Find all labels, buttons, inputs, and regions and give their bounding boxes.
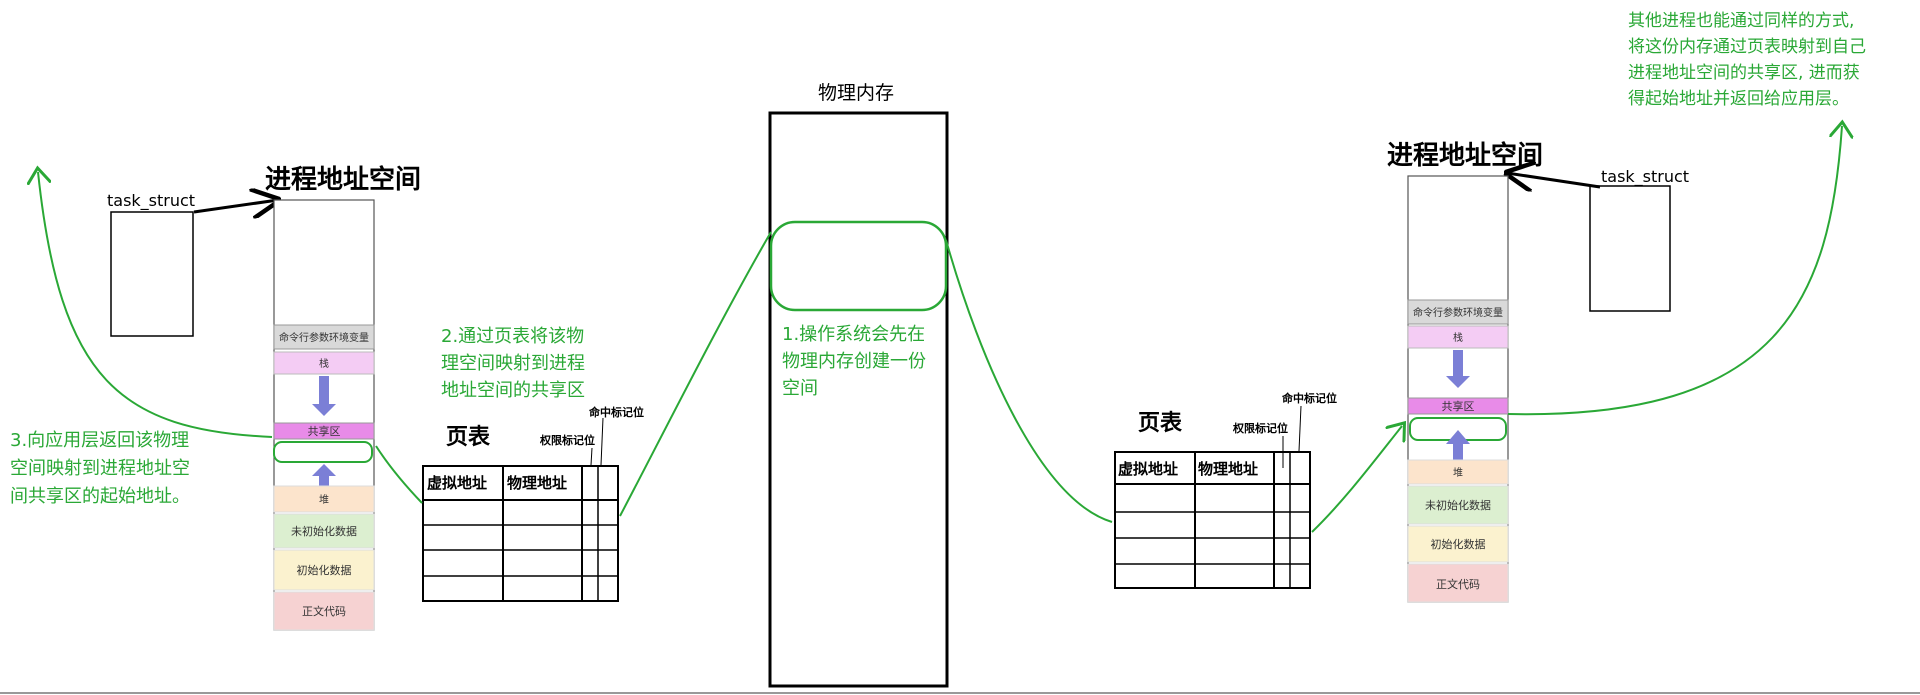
svg-text:未初始化数据: 未初始化数据	[1425, 498, 1491, 512]
svg-text:进程地址空间的共享区, 进而获: 进程地址空间的共享区, 进而获	[1628, 63, 1860, 83]
physical-memory-box	[768, 111, 949, 688]
svg-text:页表: 页表	[1138, 411, 1183, 436]
left-title: 进程地址空间	[265, 164, 421, 195]
svg-text:2.通过页表将该物: 2.通过页表将该物	[441, 326, 584, 347]
left-note-step3: 3.向应用层返回该物理 空间映射到进程地址空 间共享区的起始地址。	[10, 430, 190, 507]
left-note-step2: 2.通过页表将该物 理空间映射到进程 地址空间的共享区	[441, 326, 585, 401]
right-address-space: 命令行参数环境变量 栈 共享区 堆 未初始化数据 初始化数据 正文代码	[1407, 175, 1509, 603]
left-address-space: 命令行参数环境变量 栈 共享区 堆 未初始化数据 初始化数据 正文代码	[273, 199, 375, 631]
svg-text:其他进程也能通过同样的方式,: 其他进程也能通过同样的方式,	[1628, 11, 1854, 31]
svg-text:得起始地址并返回给应用层。: 得起始地址并返回给应用层。	[1628, 89, 1849, 109]
svg-text:堆: 堆	[319, 494, 329, 506]
right-title: 进程地址空间	[1387, 140, 1543, 171]
svg-text:堆: 堆	[1453, 467, 1463, 479]
left-stack-arrow	[319, 376, 329, 404]
physical-shared-block	[769, 220, 948, 312]
left-page-table: 页表 命中标记位 权限标记位 虚拟地址 物理地址	[422, 405, 644, 602]
svg-text:地址空间的共享区: 地址空间的共享区	[441, 380, 585, 401]
svg-text:空间: 空间	[782, 378, 818, 399]
left-heap-arrow	[319, 476, 329, 488]
left-seg-args	[273, 324, 375, 350]
right-task-struct-box	[1589, 185, 1671, 312]
right-note-other: 其他进程也能通过同样的方式, 将这份内存通过页表映射到自己 进程地址空间的共享区…	[1628, 11, 1866, 109]
svg-text:初始化数据: 初始化数据	[297, 563, 352, 577]
left-seg-data	[273, 549, 375, 591]
svg-text:未初始化数据: 未初始化数据	[291, 524, 357, 538]
svg-text:页表: 页表	[446, 425, 491, 450]
left-seg-shared	[273, 422, 375, 440]
svg-text:命中标记位: 命中标记位	[1281, 391, 1337, 405]
left-task-struct-arrow	[193, 200, 278, 212]
left-seg-heap	[273, 485, 375, 513]
svg-text:栈: 栈	[1453, 331, 1463, 344]
svg-text:正文代码: 正文代码	[302, 604, 346, 618]
right-seg-bss	[1407, 485, 1509, 525]
svg-text:命令行参数环境变量: 命令行参数环境变量	[1413, 306, 1503, 319]
right-seg-shared	[1407, 397, 1509, 415]
svg-text:物理内存创建一份: 物理内存创建一份	[782, 351, 926, 372]
right-page-table: 页表 命中标记位 权限标记位 虚拟地址 物理地址	[1114, 391, 1337, 589]
svg-text:命中标记位: 命中标记位	[588, 405, 644, 419]
right-task-struct-label: task_struct	[1601, 167, 1689, 187]
right-task-struct-arrow	[1507, 173, 1601, 187]
left-task-struct-label: task_struct	[107, 191, 195, 211]
svg-text:3.向应用层返回该物理: 3.向应用层返回该物理	[10, 430, 189, 451]
right-seg-data	[1407, 525, 1509, 563]
right-stack-arrow	[1453, 350, 1463, 376]
svg-text:初始化数据: 初始化数据	[1431, 537, 1486, 551]
svg-text:虚拟地址: 虚拟地址	[1118, 460, 1178, 478]
svg-text:栈: 栈	[319, 357, 329, 370]
svg-text:命令行参数环境变量: 命令行参数环境变量	[279, 331, 369, 344]
left-seg-stack	[273, 351, 375, 375]
svg-text:物理地址: 物理地址	[507, 474, 567, 492]
physical-memory-title: 物理内存	[818, 82, 894, 104]
svg-text:物理地址: 物理地址	[1198, 460, 1258, 478]
right-heap-arrow	[1453, 444, 1463, 460]
svg-text:权限标记位: 权限标记位	[539, 433, 595, 447]
right-seg-text	[1407, 563, 1509, 603]
svg-text:1.操作系统会先在: 1.操作系统会先在	[782, 324, 925, 345]
svg-text:共享区: 共享区	[308, 424, 341, 438]
left-task-struct-box	[110, 211, 194, 337]
svg-text:权限标记位: 权限标记位	[1232, 421, 1288, 435]
right-seg-stack	[1407, 325, 1509, 349]
svg-text:理空间映射到进程: 理空间映射到进程	[441, 353, 585, 374]
svg-text:空间映射到进程地址空: 空间映射到进程地址空	[10, 458, 190, 479]
mapping-connectors	[38, 126, 1842, 533]
svg-text:正文代码: 正文代码	[1436, 577, 1480, 591]
svg-text:共享区: 共享区	[1442, 399, 1475, 413]
center-note-step1: 1.操作系统会先在 物理内存创建一份 空间	[782, 324, 926, 399]
left-seg-text	[273, 591, 375, 631]
left-seg-bss	[273, 513, 375, 549]
svg-text:虚拟地址: 虚拟地址	[427, 474, 487, 492]
right-seg-args	[1407, 299, 1509, 325]
svg-text:间共享区的起始地址。: 间共享区的起始地址。	[10, 486, 190, 507]
left-shared-highlight	[273, 441, 373, 463]
right-seg-heap	[1407, 459, 1509, 485]
svg-text:将这份内存通过页表映射到自己: 将这份内存通过页表映射到自己	[1628, 37, 1866, 57]
